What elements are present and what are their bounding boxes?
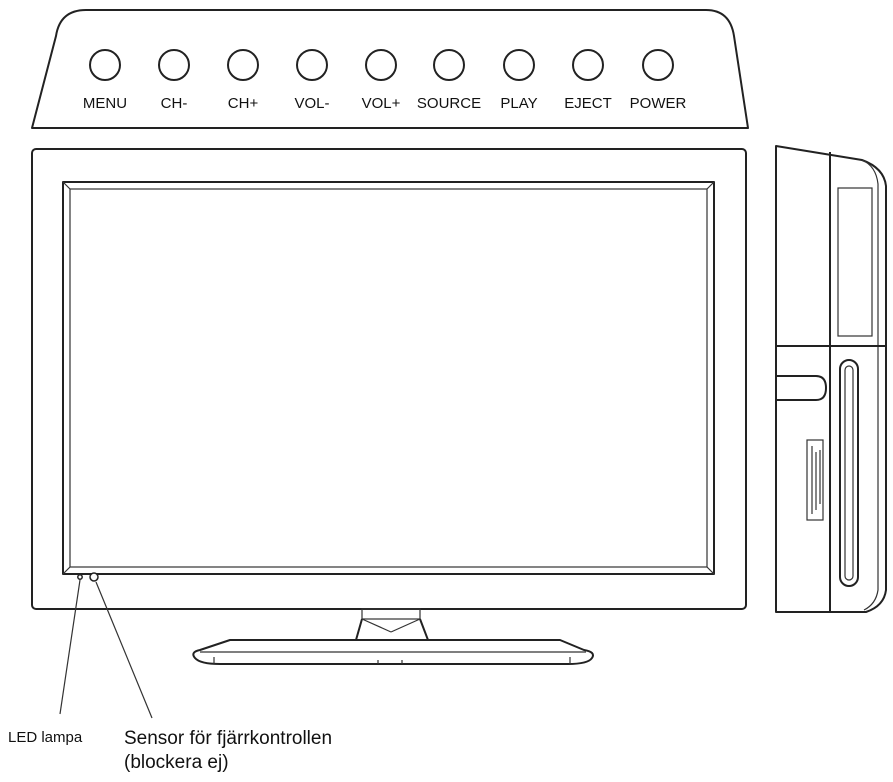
tv-stand — [192, 608, 594, 665]
button-label: POWER — [630, 95, 687, 112]
button-label: VOL- — [294, 95, 329, 112]
led-label: LED lampa — [8, 729, 83, 746]
button-label: CH- — [161, 95, 188, 112]
button-eject — [572, 49, 604, 81]
button-label: VOL+ — [362, 95, 401, 112]
tv-side-view — [775, 145, 887, 613]
stand-neck-detail — [390, 618, 421, 633]
side-back-curve — [861, 159, 879, 611]
stand-neck — [355, 618, 429, 641]
screen-corner — [62, 181, 71, 190]
led-indicator — [77, 574, 83, 580]
tv-screen-outer — [62, 181, 715, 575]
screen-corner — [706, 181, 715, 190]
side-outline — [775, 145, 887, 613]
button-vol-minus — [296, 49, 328, 81]
remote-sensor — [89, 572, 99, 582]
button-label: SOURCE — [417, 95, 481, 112]
disc-slot — [839, 359, 859, 587]
button-power — [642, 49, 674, 81]
side-panel-recess — [837, 187, 873, 337]
button-label: EJECT — [564, 95, 612, 112]
control-panel: MENU CH- CH+ VOL- VOL+ SOURCE PLAY EJECT POWER — [31, 9, 749, 129]
sensor-label-line1: Sensor för fjärrkontrollen — [124, 728, 332, 749]
sensor-label-line2: (blockera ej) — [124, 752, 229, 773]
screen-corner — [62, 566, 71, 575]
button-label: MENU — [83, 95, 127, 112]
button-label: CH+ — [228, 95, 259, 112]
side-port — [776, 375, 827, 401]
tv-front-view — [31, 148, 747, 665]
stand-neck-detail — [361, 618, 392, 633]
button-label: PLAY — [500, 95, 537, 112]
button-vol-plus — [365, 49, 397, 81]
button-row: MENU CH- CH+ VOL- VOL+ SOURCE PLAY EJECT POWER — [83, 49, 687, 112]
tv-bezel — [31, 148, 747, 610]
sensor-leader-line — [95, 581, 153, 719]
button-menu — [89, 49, 121, 81]
button-source — [433, 49, 465, 81]
disc-slot-inner — [844, 365, 854, 581]
screen-corner — [706, 566, 715, 575]
button-ch-plus — [227, 49, 259, 81]
control-panel-outline — [31, 9, 749, 129]
led-leader-line — [59, 579, 81, 715]
tv-screen — [69, 188, 708, 568]
button-ch-minus — [158, 49, 190, 81]
stand-joint — [361, 608, 421, 620]
button-play — [503, 49, 535, 81]
side-sticker — [806, 439, 824, 521]
stand-base — [192, 639, 594, 665]
